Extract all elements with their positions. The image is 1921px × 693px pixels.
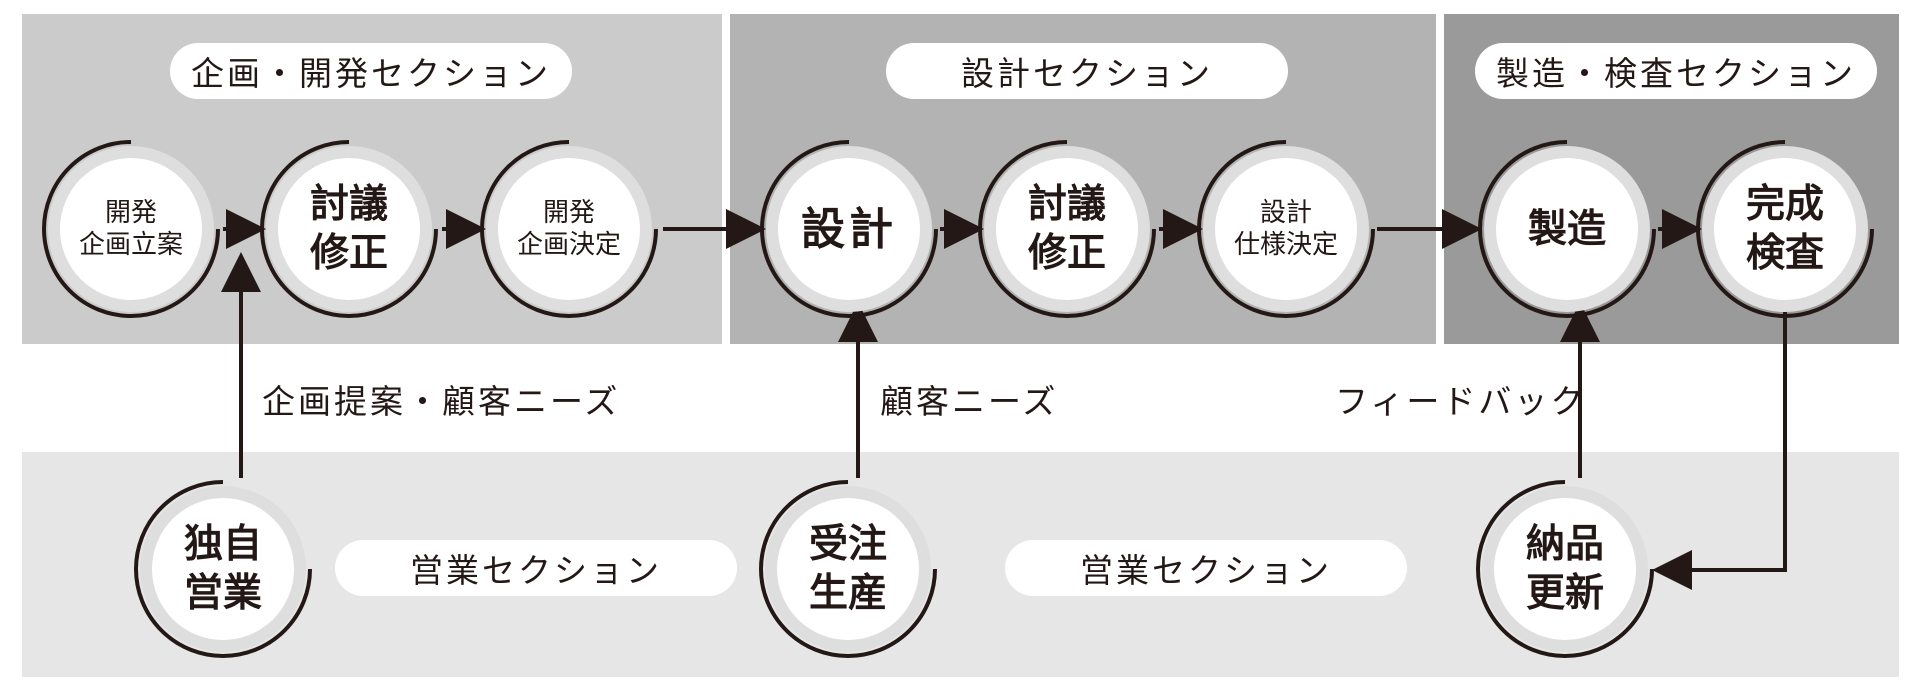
label-customer-needs: 顧客ニーズ <box>880 382 1059 421</box>
node-spec-decision-line2: 仕様決定 <box>1233 230 1338 260</box>
sales-section-title-left: 営業セクション <box>335 540 737 596</box>
node-delivery-update: 納品更新 <box>1474 478 1656 660</box>
node-dev-decision: 開発企画決定 <box>478 138 660 320</box>
node-order-production-line1: 受注 <box>808 521 887 568</box>
node-discuss-2-line2: 修正 <box>1027 230 1106 276</box>
node-spec-decision: 設計仕様決定 <box>1195 138 1377 320</box>
node-inspection-line1: 完成 <box>1745 181 1824 228</box>
node-delivery-update-line1: 納品 <box>1525 521 1604 568</box>
node-dev-plan-line2: 企画立案 <box>78 230 183 260</box>
node-dev-decision-line1: 開発 <box>542 197 595 228</box>
planning-section-title: 企画・開発セクション <box>170 43 572 99</box>
node-design: 設計 <box>758 138 940 320</box>
node-discuss-1-line1: 討議 <box>309 181 388 228</box>
node-delivery-update-line2: 更新 <box>1525 570 1604 616</box>
node-design-line1: 設計 <box>801 203 897 255</box>
node-dev-decision-line2: 企画決定 <box>516 230 621 260</box>
node-discuss-1: 討議修正 <box>258 138 440 320</box>
node-own-sales: 独自営業 <box>132 478 314 660</box>
node-discuss-1-line2: 修正 <box>309 230 388 276</box>
node-discuss-2-line1: 討議 <box>1027 181 1106 228</box>
node-dev-plan-line1: 開発 <box>104 197 157 228</box>
node-manufacture-line1: 製造 <box>1527 205 1606 252</box>
node-own-sales-line1: 独自 <box>183 521 262 568</box>
node-own-sales-line2: 営業 <box>183 570 262 616</box>
node-spec-decision-line1: 設計 <box>1259 197 1312 228</box>
node-order-production: 受注生産 <box>757 478 939 660</box>
label-feedback: フィードバック <box>1335 382 1587 421</box>
node-inspection-line2: 検査 <box>1745 230 1824 276</box>
label-proposal-needs: 企画提案・顧客ニーズ <box>262 382 621 421</box>
node-inspection: 完成検査 <box>1694 138 1876 320</box>
node-discuss-2: 討議修正 <box>976 138 1158 320</box>
manufacturing-section-title: 製造・検査セクション <box>1475 43 1877 99</box>
node-order-production-line2: 生産 <box>808 570 887 616</box>
sales-section-title-right: 営業セクション <box>1005 540 1407 596</box>
node-dev-plan: 開発企画立案 <box>40 138 222 320</box>
design-section-title: 設計セクション <box>886 43 1288 99</box>
node-manufacture: 製造 <box>1476 138 1658 320</box>
